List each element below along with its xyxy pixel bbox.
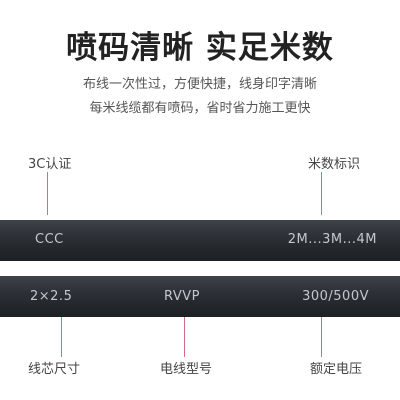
callout-line-certification bbox=[47, 172, 48, 215]
subline-2: 每米线缆都有喷码，省时省力施工更快 bbox=[89, 101, 311, 116]
label-3c-certification: 3C认证 bbox=[28, 157, 72, 172]
cable-upper bbox=[0, 220, 400, 261]
cable-print-meter-marks: 2M...3M...4M bbox=[287, 232, 377, 247]
label-meter-marking: 米数标识 bbox=[307, 157, 360, 172]
subline-1: 布线一次性过，方便快捷，线身印字清晰 bbox=[82, 77, 317, 92]
cable-print-ccc: CCC bbox=[35, 232, 64, 247]
headline: 喷码清晰 实足米数 bbox=[66, 30, 334, 66]
cable-print-voltage: 300/500V bbox=[302, 289, 369, 304]
callout-line-voltage bbox=[321, 317, 322, 357]
cable-print-model: RVVP bbox=[164, 289, 200, 304]
callout-line-model bbox=[184, 317, 185, 357]
label-wire-model: 电线型号 bbox=[160, 362, 213, 377]
cable-print-core-size: 2×2.5 bbox=[30, 289, 73, 304]
callout-line-meter-marking bbox=[321, 172, 322, 215]
cable-lower bbox=[0, 276, 400, 317]
callout-line-core-size bbox=[61, 317, 62, 357]
label-rated-voltage: 额定电压 bbox=[309, 362, 362, 377]
label-core-size: 线芯尺寸 bbox=[28, 362, 81, 377]
